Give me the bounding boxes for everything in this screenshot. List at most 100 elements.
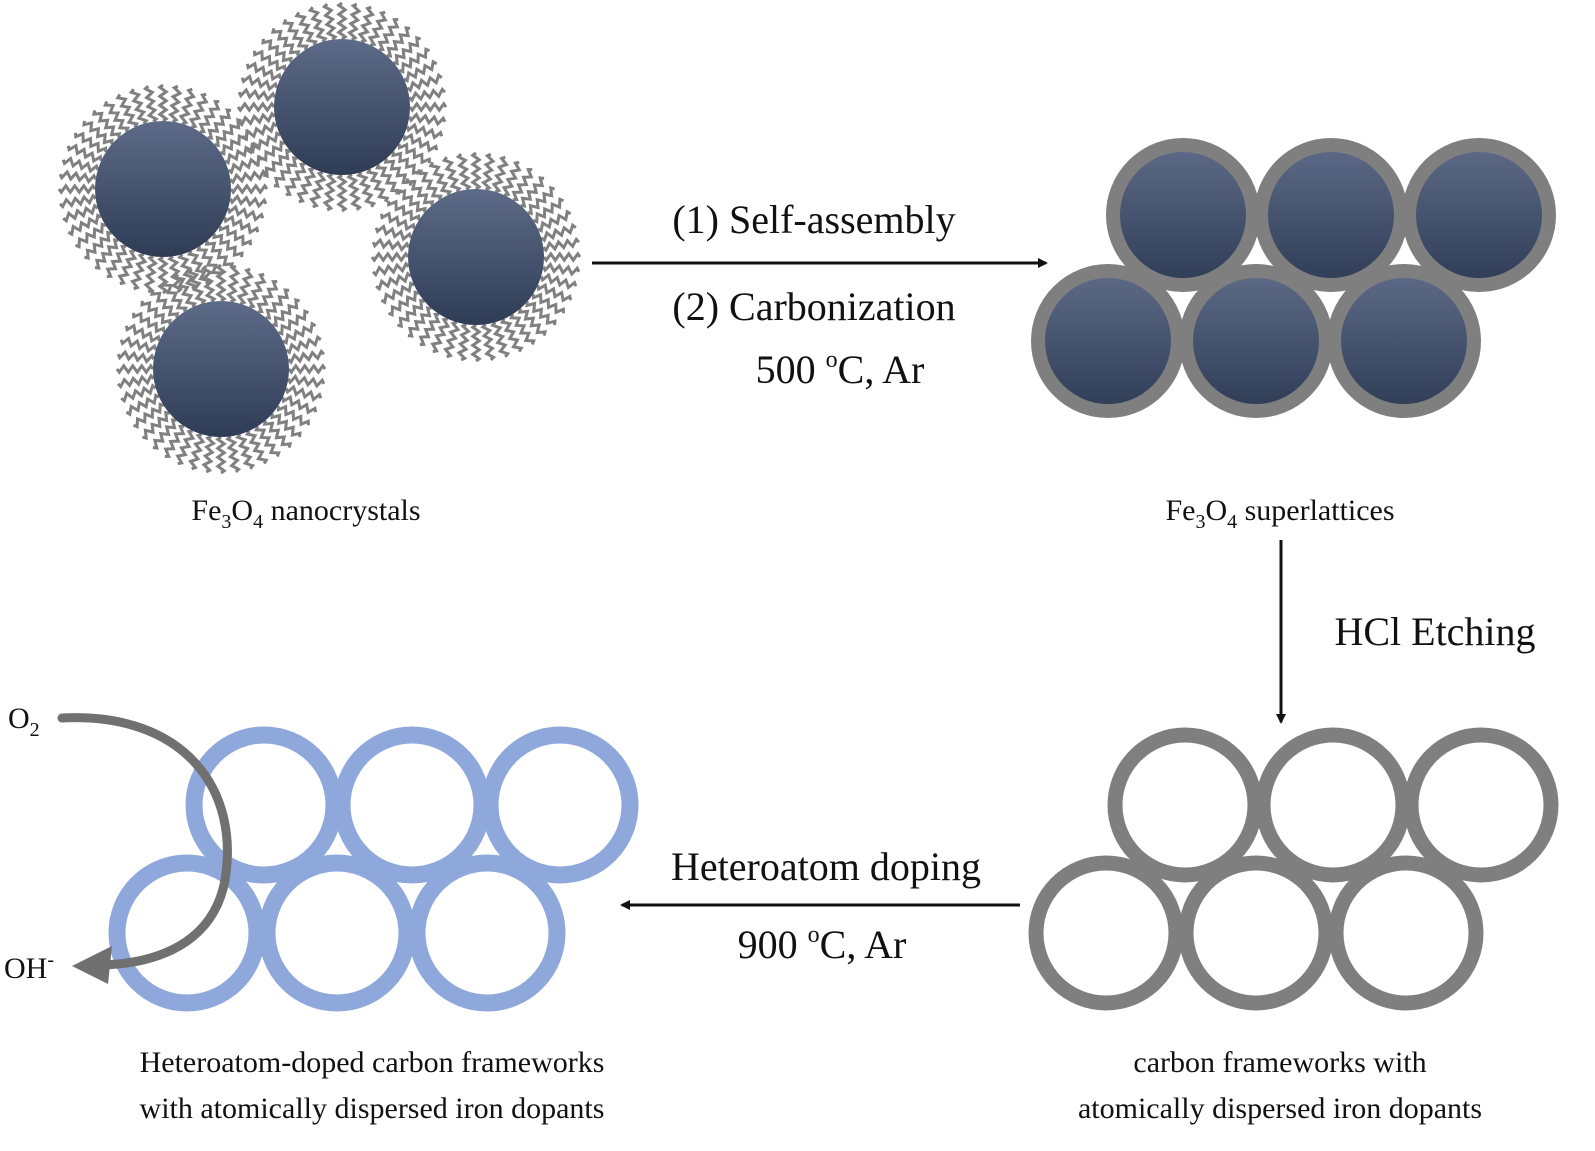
carbon-ring (1403, 727, 1559, 883)
ligand-chain (276, 404, 310, 427)
ligand-chain (387, 199, 421, 222)
ligand-chain (540, 222, 577, 243)
fe3o4-nanocrystals-illustration (57, 1, 582, 475)
ligand-chain (67, 212, 102, 237)
ligand-chain (256, 280, 279, 314)
ligand-chain (265, 288, 290, 320)
ligand-chain (367, 10, 388, 47)
doped-ring (185, 726, 343, 884)
ligand-chain (282, 18, 309, 51)
ligand-chain (226, 204, 265, 223)
ligand-chain (336, 1, 348, 41)
ligand-chain (281, 394, 318, 415)
ligand-chain (62, 203, 99, 224)
ligand-chain (175, 429, 196, 466)
ligand-chain (490, 321, 511, 358)
ligand-chain (229, 183, 269, 195)
ligand-chain (501, 160, 522, 197)
carbon-frameworks-illustration (1028, 727, 1559, 1011)
ligand-chain (407, 111, 447, 127)
ligand-chain (395, 188, 427, 213)
ligand-chain (430, 317, 451, 354)
ligand-chain (142, 410, 170, 441)
ligand-chain (402, 132, 439, 153)
ligand-chain (116, 349, 156, 365)
ligand-chain (391, 151, 423, 176)
ligand-chain (470, 323, 482, 363)
orr-curved-arrow (57, 713, 232, 984)
ligand-chain (270, 413, 302, 438)
ligand-chain (207, 108, 232, 140)
superlattice-particle (1254, 138, 1408, 292)
ligand-chain (59, 193, 97, 210)
ligand-chain (142, 85, 159, 123)
ligand-chain (224, 141, 259, 166)
carbon-ring (1107, 727, 1263, 883)
ligand-chain (372, 261, 410, 278)
ligand-chain (161, 280, 188, 313)
ligand-chain (393, 35, 421, 66)
ligand-chain (380, 280, 415, 305)
ligand-chain (228, 193, 268, 209)
ligand-chain (57, 183, 97, 195)
ligand-chain (408, 86, 446, 103)
step-carbonization-conditions: 500 oC, Ar (756, 347, 925, 392)
ligand-chain (240, 73, 279, 92)
step-carbonization-label: (2) Carbonization (672, 284, 955, 329)
ligand-chain (511, 168, 534, 202)
ligand-chain (163, 424, 186, 458)
ligand-chain (253, 49, 287, 72)
ligand-chain (103, 100, 130, 133)
ligand-chain (397, 298, 425, 329)
ligand-chain (157, 255, 169, 295)
ligand-chain (321, 3, 338, 41)
ligand-chain (296, 167, 317, 204)
caption-doped-frameworks-line1: Heteroatom-doped carbon frameworks (140, 1046, 605, 1079)
step-doping-conditions: 900 oC, Ar (738, 922, 907, 967)
ligand-chain (219, 129, 252, 156)
nanocrystal-core (274, 39, 410, 175)
ligand-chain (245, 61, 282, 82)
ligand-chain (418, 312, 441, 346)
nanocrystal-particle (115, 263, 327, 475)
doped-ring (481, 726, 639, 884)
ligand-chain (167, 255, 184, 293)
ligand-chain (149, 290, 180, 318)
ligand-chain (286, 373, 326, 389)
superlattice-particle (1402, 138, 1556, 292)
nanocrystal-particle (370, 151, 582, 363)
ligand-chain (128, 88, 149, 125)
ligand-chain (167, 84, 183, 124)
ligand-chain (186, 250, 211, 285)
superlattice-bottom-row (1031, 264, 1481, 418)
caption-carbon-frameworks-line1: carbon frameworks with (1133, 1046, 1426, 1079)
ligand-chain (404, 178, 435, 206)
ligand-chain (284, 384, 323, 403)
ligand-chain (374, 223, 413, 242)
ligand-chain (74, 131, 108, 154)
ligand-chain (287, 348, 325, 365)
ligand-chain (129, 252, 148, 291)
ligand-chain (117, 373, 155, 390)
ligand-chain (173, 273, 198, 308)
ligand-chain (365, 168, 390, 203)
ligand-chain (200, 265, 217, 303)
ligand-chain (480, 323, 497, 361)
ligand-chain (262, 420, 293, 448)
ligand-chain (539, 272, 578, 291)
ligand-chain (177, 253, 198, 290)
ligand-chain (308, 170, 327, 209)
ligand-chain (322, 172, 338, 212)
superlattice-particle (1179, 264, 1333, 418)
ligand-chain (398, 47, 431, 74)
ligand-chain (223, 214, 260, 235)
ligand-chain (91, 110, 122, 138)
ligand-chain (235, 433, 256, 470)
ligand-chain (455, 153, 472, 191)
superlattice-particle (1106, 138, 1260, 292)
ligand-chain (74, 222, 107, 249)
nanocrystal-core (153, 301, 289, 437)
ligand-chain (499, 318, 524, 353)
ligand-chain (287, 363, 327, 375)
orr-product-oh: OH- (4, 949, 54, 985)
